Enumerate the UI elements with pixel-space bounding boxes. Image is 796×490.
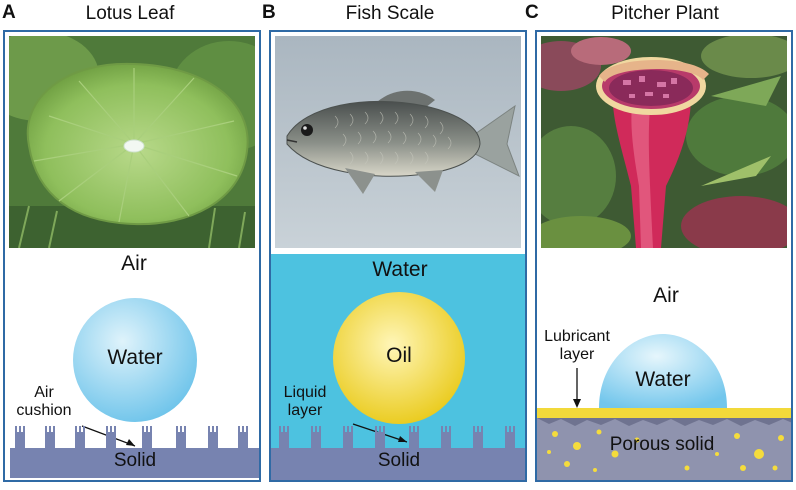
water-droplet — [73, 298, 197, 422]
pitcher-plant-diagram: Air Water Lubricant layer Porous solid — [537, 254, 791, 480]
panel-a-title: Lotus Leaf — [85, 3, 175, 24]
interlayer-label-line1: Lubricant — [544, 328, 610, 345]
panel-c-title: Pitcher Plant — [611, 3, 719, 24]
medium-label-air: Air — [653, 284, 679, 307]
substrate-label-solid: Solid — [113, 450, 157, 471]
pitcher-plant-photo — [541, 36, 787, 248]
interlayer-label-line1: Liquid — [283, 384, 327, 401]
lotus-leaf-photo — [9, 36, 255, 248]
fish-scale-diagram: Water Oil Liquid layer Solid — [271, 254, 525, 480]
panel-a-lotus-leaf: Air Water Air cushion Solid — [3, 30, 261, 482]
droplet-label-water: Water — [635, 368, 691, 391]
oil-droplet — [333, 292, 465, 424]
interlayer-label-line2: cushion — [16, 402, 72, 419]
fish-photo — [275, 36, 521, 248]
interlayer-label-line2: layer — [559, 346, 595, 363]
panel-b-letter: B — [262, 2, 276, 23]
panel-a-letter: A — [2, 2, 16, 23]
droplet-label-oil: Oil — [386, 344, 412, 367]
droplet-label-water: Water — [107, 346, 163, 369]
panel-c-pitcher-plant: Air Water Lubricant layer Porous solid — [535, 30, 793, 482]
substrate-label-porous-solid: Porous solid — [609, 434, 715, 455]
panel-c-letter: C — [525, 2, 539, 23]
panel-b-title: Fish Scale — [345, 3, 435, 24]
medium-label-air: Air — [121, 252, 147, 275]
water-droplet — [599, 334, 727, 408]
substrate-label-solid: Solid — [377, 450, 421, 471]
interlayer-label-line2: layer — [287, 402, 323, 419]
lubricant-layer — [537, 408, 791, 418]
lotus-diagram: Air Water Air cushion Solid — [5, 250, 259, 480]
panel-b-fish-scale: Water Oil Liquid layer Solid — [269, 30, 527, 482]
interlayer-label-line1: Air — [34, 384, 54, 401]
medium-label-water: Water — [372, 258, 428, 281]
